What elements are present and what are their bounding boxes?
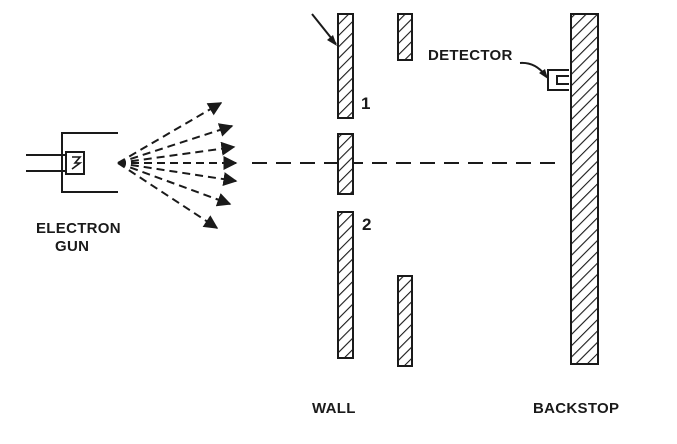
- backstop: [570, 13, 599, 365]
- wall-label: WALL: [312, 400, 356, 417]
- electron-gun-housing: [61, 132, 118, 193]
- electron-path-arrow: [117, 123, 234, 164]
- inner-barrier-top: [397, 13, 413, 61]
- backstop-label: BACKSTOP: [533, 400, 619, 417]
- electron-path-arrow: [117, 141, 236, 164]
- electron-gun-coil: [71, 156, 83, 170]
- electron-path-arrow: [117, 162, 232, 207]
- electron-path-arrow: [117, 162, 219, 229]
- wall: [311, 13, 354, 359]
- detector-pointer-arrowhead: [539, 69, 548, 79]
- electron-gun-label-line1: ELECTRON: [36, 220, 121, 237]
- electron-path-arrow: [117, 102, 223, 164]
- wall-bottom-segment: [337, 211, 354, 359]
- hole-2-label: 2: [362, 215, 371, 234]
- electron-path-arrow: [117, 162, 238, 187]
- wall-middle-segment: [337, 133, 354, 195]
- inner-barrier-bottom: [397, 275, 413, 367]
- detector-inner: [556, 75, 569, 85]
- detector-label: DETECTOR: [428, 47, 513, 64]
- electron-gun: [26, 132, 118, 193]
- electron-gun-label-line2: GUN: [55, 238, 89, 255]
- hole-1-label: 1: [361, 94, 370, 113]
- inner-barrier: [397, 13, 413, 367]
- detector: [519, 61, 569, 91]
- wall-top-segment: [337, 13, 354, 119]
- electron-spray-arrows: [117, 102, 238, 229]
- detector-body: [547, 69, 569, 91]
- wall-pointer-arrowhead: [327, 35, 337, 46]
- electron-gun-filament: [65, 151, 85, 175]
